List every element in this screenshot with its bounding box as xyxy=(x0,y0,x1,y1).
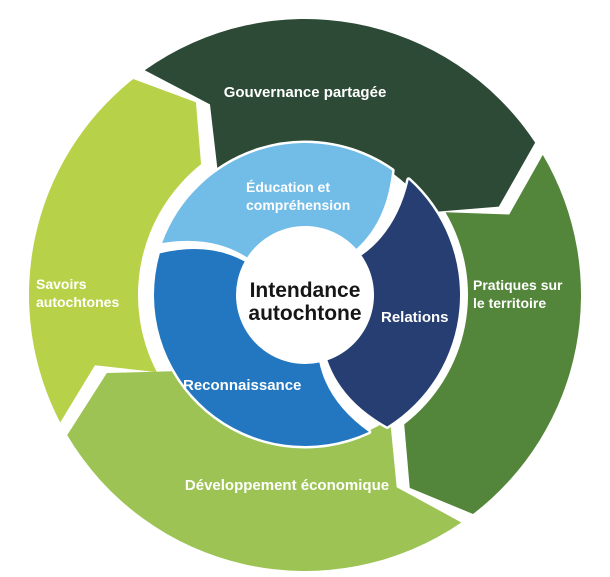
inner-segment-education xyxy=(159,140,395,260)
inner-segment-relations xyxy=(324,177,463,429)
center-circle xyxy=(237,227,373,363)
outer-segment-gouvernance xyxy=(144,19,536,213)
outer-segment-pratiques xyxy=(404,154,582,514)
inner-segment-reconnaissance xyxy=(151,246,372,449)
outer-segment-savoirs xyxy=(29,79,202,423)
outer-segment-developpement xyxy=(67,371,462,572)
